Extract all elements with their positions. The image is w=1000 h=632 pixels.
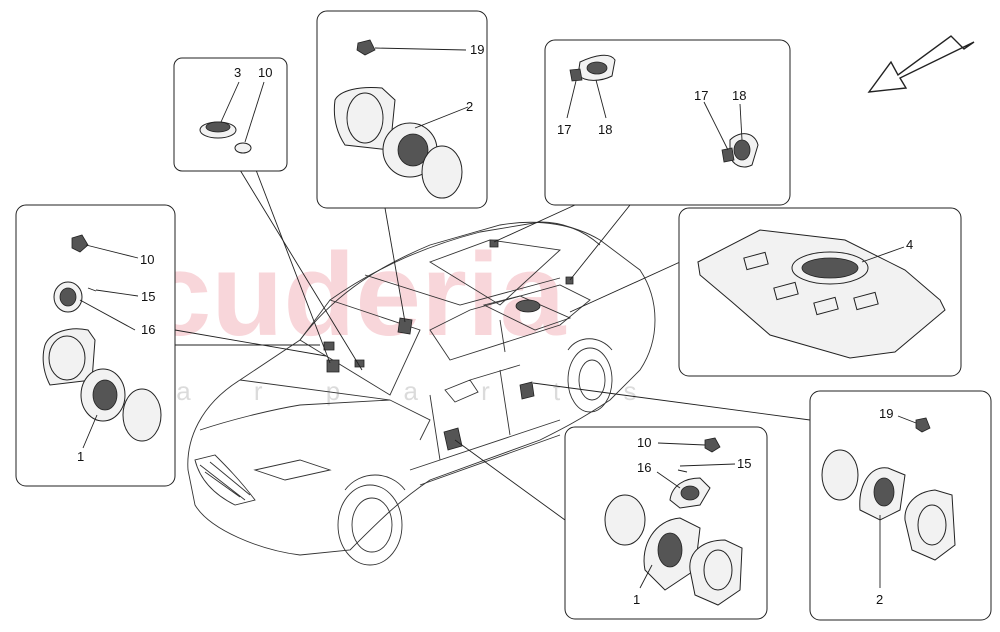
panel-rear-tweeters: 17 18 17 18: [544, 39, 791, 206]
panel-subwoofer: 4: [678, 207, 962, 377]
callout-10c: 10: [637, 435, 651, 450]
callout-19b: 19: [879, 406, 893, 421]
panel-dash-tweeter: 3 10: [173, 57, 288, 172]
callout-17a: 17: [557, 122, 571, 137]
panel-rear-door-right: 19 2: [809, 390, 992, 621]
callout-10b: 10: [140, 252, 154, 267]
callout-15: 15: [141, 289, 155, 304]
front-direction-arrow-icon: [867, 35, 975, 93]
panel-front-door-left: 10 15 16 1: [15, 204, 176, 487]
callout-10: 10: [258, 65, 272, 80]
leader-lines: [174, 169, 811, 521]
callout-2b: 2: [876, 592, 883, 607]
callout-16b: 16: [637, 460, 651, 475]
panel-rear-door-left: 10 16 15 1: [564, 426, 768, 620]
callout-3: 3: [234, 65, 241, 80]
callout-1: 1: [77, 449, 84, 464]
callout-19: 19: [470, 42, 484, 57]
callout-17b: 17: [694, 88, 708, 103]
callout-4: 4: [906, 237, 913, 252]
watermark-sub: c a r p a r t s: [100, 376, 665, 406]
callout-18b: 18: [732, 88, 746, 103]
callout-2: 2: [466, 99, 473, 114]
callout-18a: 18: [598, 122, 612, 137]
panel-front-door-woofer: 19 2: [316, 10, 488, 209]
callout-16: 16: [141, 322, 155, 337]
callout-1b: 1: [633, 592, 640, 607]
vehicle-outline: [187, 221, 656, 566]
callout-15b: 15: [737, 456, 751, 471]
